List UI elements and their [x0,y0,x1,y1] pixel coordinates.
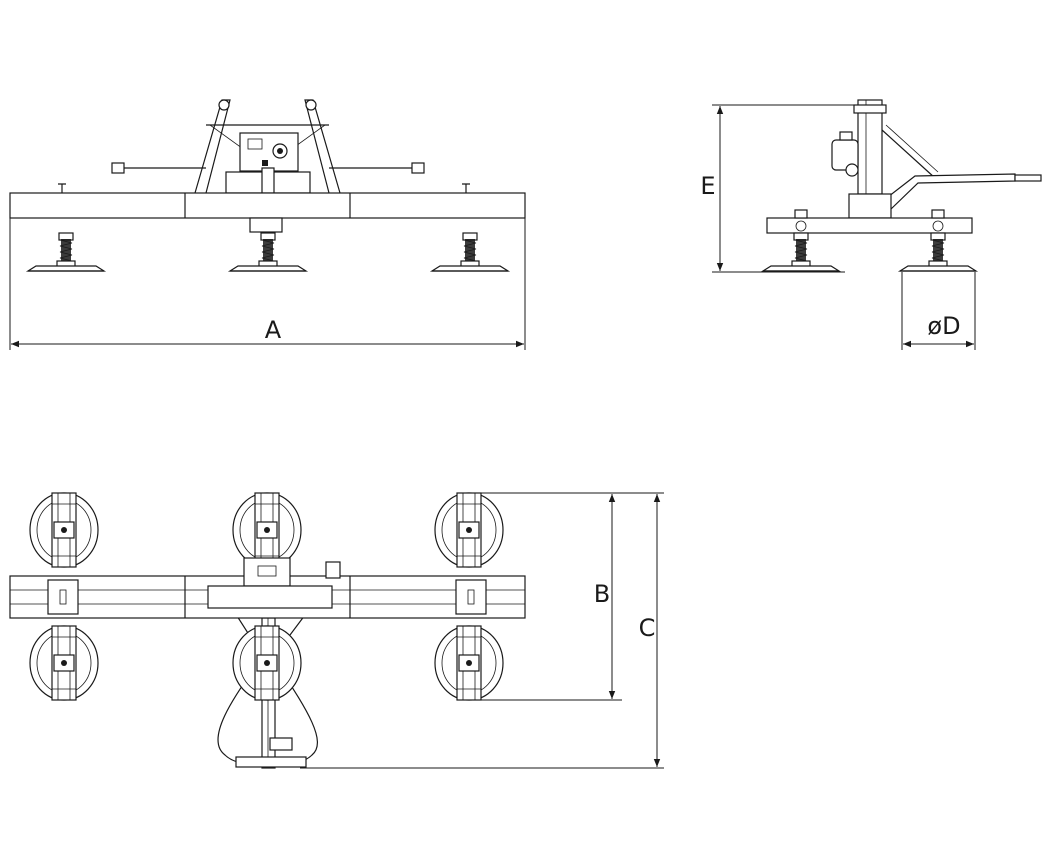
dimension-c: C [300,492,664,769]
front-view [9,99,526,272]
dimension-d: øD [901,272,976,350]
dimension-label-a: A [265,316,282,344]
dimension-label-d: øD [927,312,960,340]
dimension-e: E [700,104,862,273]
dimension-a: A [9,218,526,350]
top-view [9,492,526,769]
side-view [762,99,1042,272]
dimension-label-e: E [700,172,715,200]
dimension-label-c: C [639,614,656,642]
dimension-label-b: B [594,580,610,608]
dimension-b: B [470,492,622,701]
